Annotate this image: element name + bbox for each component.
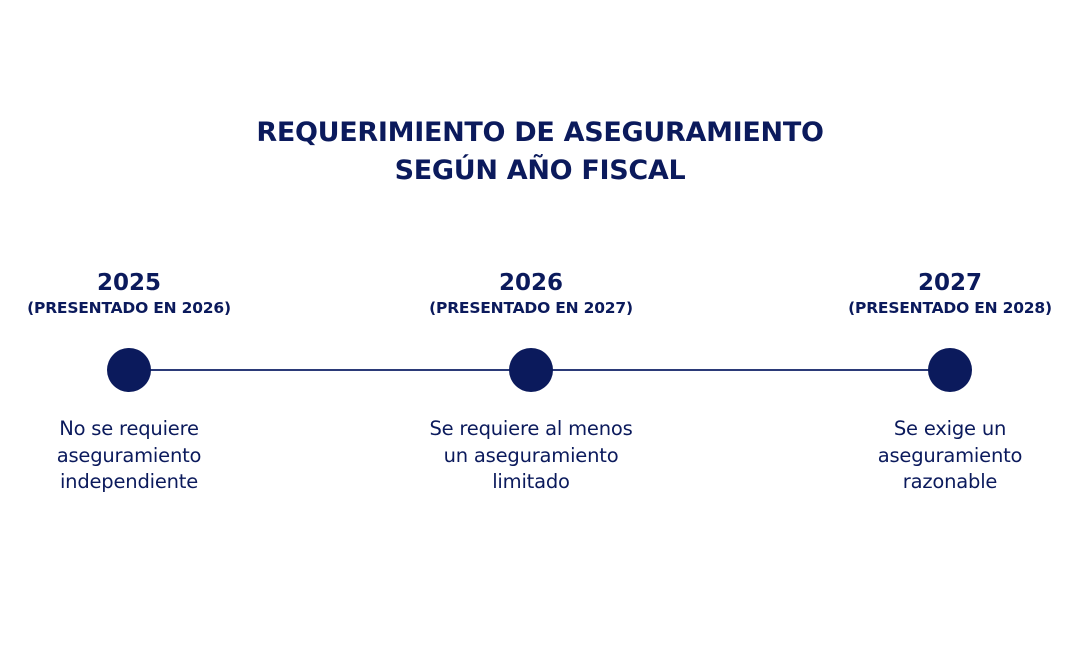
title-line-1: REQUERIMIENTO DE ASEGURAMIENTO <box>256 117 824 148</box>
milestone-year: 2026 <box>498 270 563 296</box>
description-line: No se requiere <box>59 417 199 440</box>
milestone-header-2027: 2027 (PRESENTADO EN 2028) <box>820 268 1080 318</box>
description-line: Se requiere al menos <box>429 417 633 440</box>
description-line: aseguramiento <box>877 443 1023 467</box>
milestone-year: 2025 <box>96 270 161 296</box>
description-line: limitado <box>492 470 570 493</box>
milestone-description-2025: No se requiere aseguramiento independien… <box>0 416 259 496</box>
description-line: independiente <box>59 470 199 493</box>
description-line: aseguramiento <box>56 443 202 467</box>
milestone-description-2027: Se exige un aseguramiento razonable <box>820 416 1080 496</box>
milestone-presented-note: (PRESENTADO EN 2026) <box>27 299 231 317</box>
milestone-header-2025: 2025 (PRESENTADO EN 2026) <box>0 268 259 318</box>
description-line: un aseguramiento <box>443 443 619 467</box>
milestone-header-2026: 2026 (PRESENTADO EN 2027) <box>401 268 661 318</box>
diagram-title: REQUERIMIENTO DE ASEGURAMIENTO SEGÚN AÑO… <box>0 114 1080 190</box>
milestone-description-2026: Se requiere al menos un aseguramiento li… <box>401 416 661 496</box>
timeline-node-2027-icon <box>928 348 972 392</box>
description-line: razonable <box>902 470 998 493</box>
timeline-node-2026-icon <box>509 348 553 392</box>
title-line-2: SEGÚN AÑO FISCAL <box>394 155 686 186</box>
milestone-presented-note: (PRESENTADO EN 2028) <box>848 299 1052 317</box>
milestone-presented-note: (PRESENTADO EN 2027) <box>429 299 633 317</box>
milestone-year: 2027 <box>917 270 982 296</box>
description-line: Se exige un <box>893 417 1007 440</box>
timeline-node-2025-icon <box>107 348 151 392</box>
